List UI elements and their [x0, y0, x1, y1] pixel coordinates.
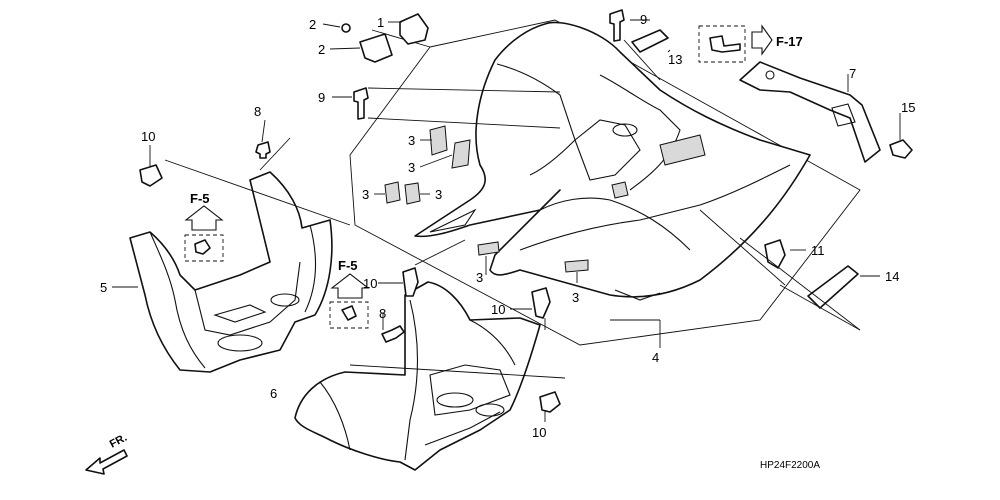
callout-10: 10: [141, 129, 155, 144]
callout-3: 3: [476, 270, 483, 285]
bolt-part-9: [353, 87, 369, 120]
f17-ref: F-17: [698, 24, 803, 63]
f5-ref-left: F-5: [184, 191, 224, 262]
bolt-f5-right: [341, 305, 357, 321]
ref-f5-right-label: F-5: [338, 258, 358, 273]
screw-part-2: [341, 23, 351, 33]
strap-part-13: [631, 29, 669, 53]
callout-13: 13: [668, 52, 682, 67]
rubber-pad: [429, 125, 448, 156]
callout-3: 3: [408, 160, 415, 175]
callout-3: 3: [362, 187, 369, 202]
rear-bracket: [739, 61, 881, 163]
grommet-part-10: [539, 391, 561, 413]
callout-3: 3: [572, 290, 579, 305]
front-label: FR.: [108, 432, 129, 451]
callouts: 1 2 2 9 9 13 7 15 11 14 8 8 10 10 10 10 …: [100, 12, 915, 440]
bolt-part-9: [609, 9, 625, 42]
callout-10: 10: [532, 425, 546, 440]
callout-7: 7: [849, 66, 856, 81]
bolt-part-15: [889, 139, 913, 159]
callout-4: 4: [652, 350, 659, 365]
callout-2: 2: [309, 17, 316, 32]
grommet-part-10: [402, 267, 419, 297]
bolt-f17: [709, 35, 741, 53]
rear-fender: [414, 21, 811, 301]
callout-3: 3: [408, 133, 415, 148]
bracket-part-2: [359, 33, 393, 63]
grommet-part-10: [139, 164, 163, 187]
bolt-f5-left: [194, 239, 211, 255]
front-arrow-icon: [85, 449, 128, 475]
callout-8: 8: [379, 306, 386, 321]
strap-part-14: [807, 265, 859, 309]
callout-2: 2: [318, 42, 325, 57]
callout-9: 9: [318, 90, 325, 105]
leader-lines: [112, 19, 901, 422]
rubber-pad: [451, 139, 471, 169]
left-mudguard: [129, 171, 333, 373]
callout-14: 14: [885, 269, 899, 284]
rubber-pad: [404, 182, 421, 205]
fasteners: [139, 9, 913, 413]
callout-1: 1: [377, 15, 384, 30]
callout-11: 11: [811, 243, 825, 258]
ref-f17-label: F-17: [776, 34, 803, 49]
bolt-part-8: [255, 141, 271, 159]
callout-3: 3: [435, 187, 442, 202]
diagram-code: HP24F2200A: [760, 460, 820, 471]
rubber-pad: [477, 241, 500, 256]
f5-ref-right: F-5: [329, 258, 370, 329]
callout-6: 6: [270, 386, 277, 401]
callout-15: 15: [901, 100, 915, 115]
right-mudguard: [294, 281, 541, 471]
rubber-pad: [564, 259, 589, 273]
bolt-part-8: [381, 325, 405, 343]
grommet-part-10: [531, 287, 551, 319]
callout-8: 8: [254, 104, 261, 119]
clip-part-1: [399, 13, 429, 45]
clip-part-11: [764, 239, 786, 269]
ref-f5-left-label: F-5: [190, 191, 210, 206]
callout-5: 5: [100, 280, 107, 295]
callout-10: 10: [363, 276, 377, 291]
seat-rubbers: [384, 125, 589, 273]
front-direction-indicator: FR.: [85, 432, 129, 475]
callout-9: 9: [640, 12, 647, 27]
rubber-pad: [384, 181, 401, 204]
callout-10: 10: [491, 302, 505, 317]
